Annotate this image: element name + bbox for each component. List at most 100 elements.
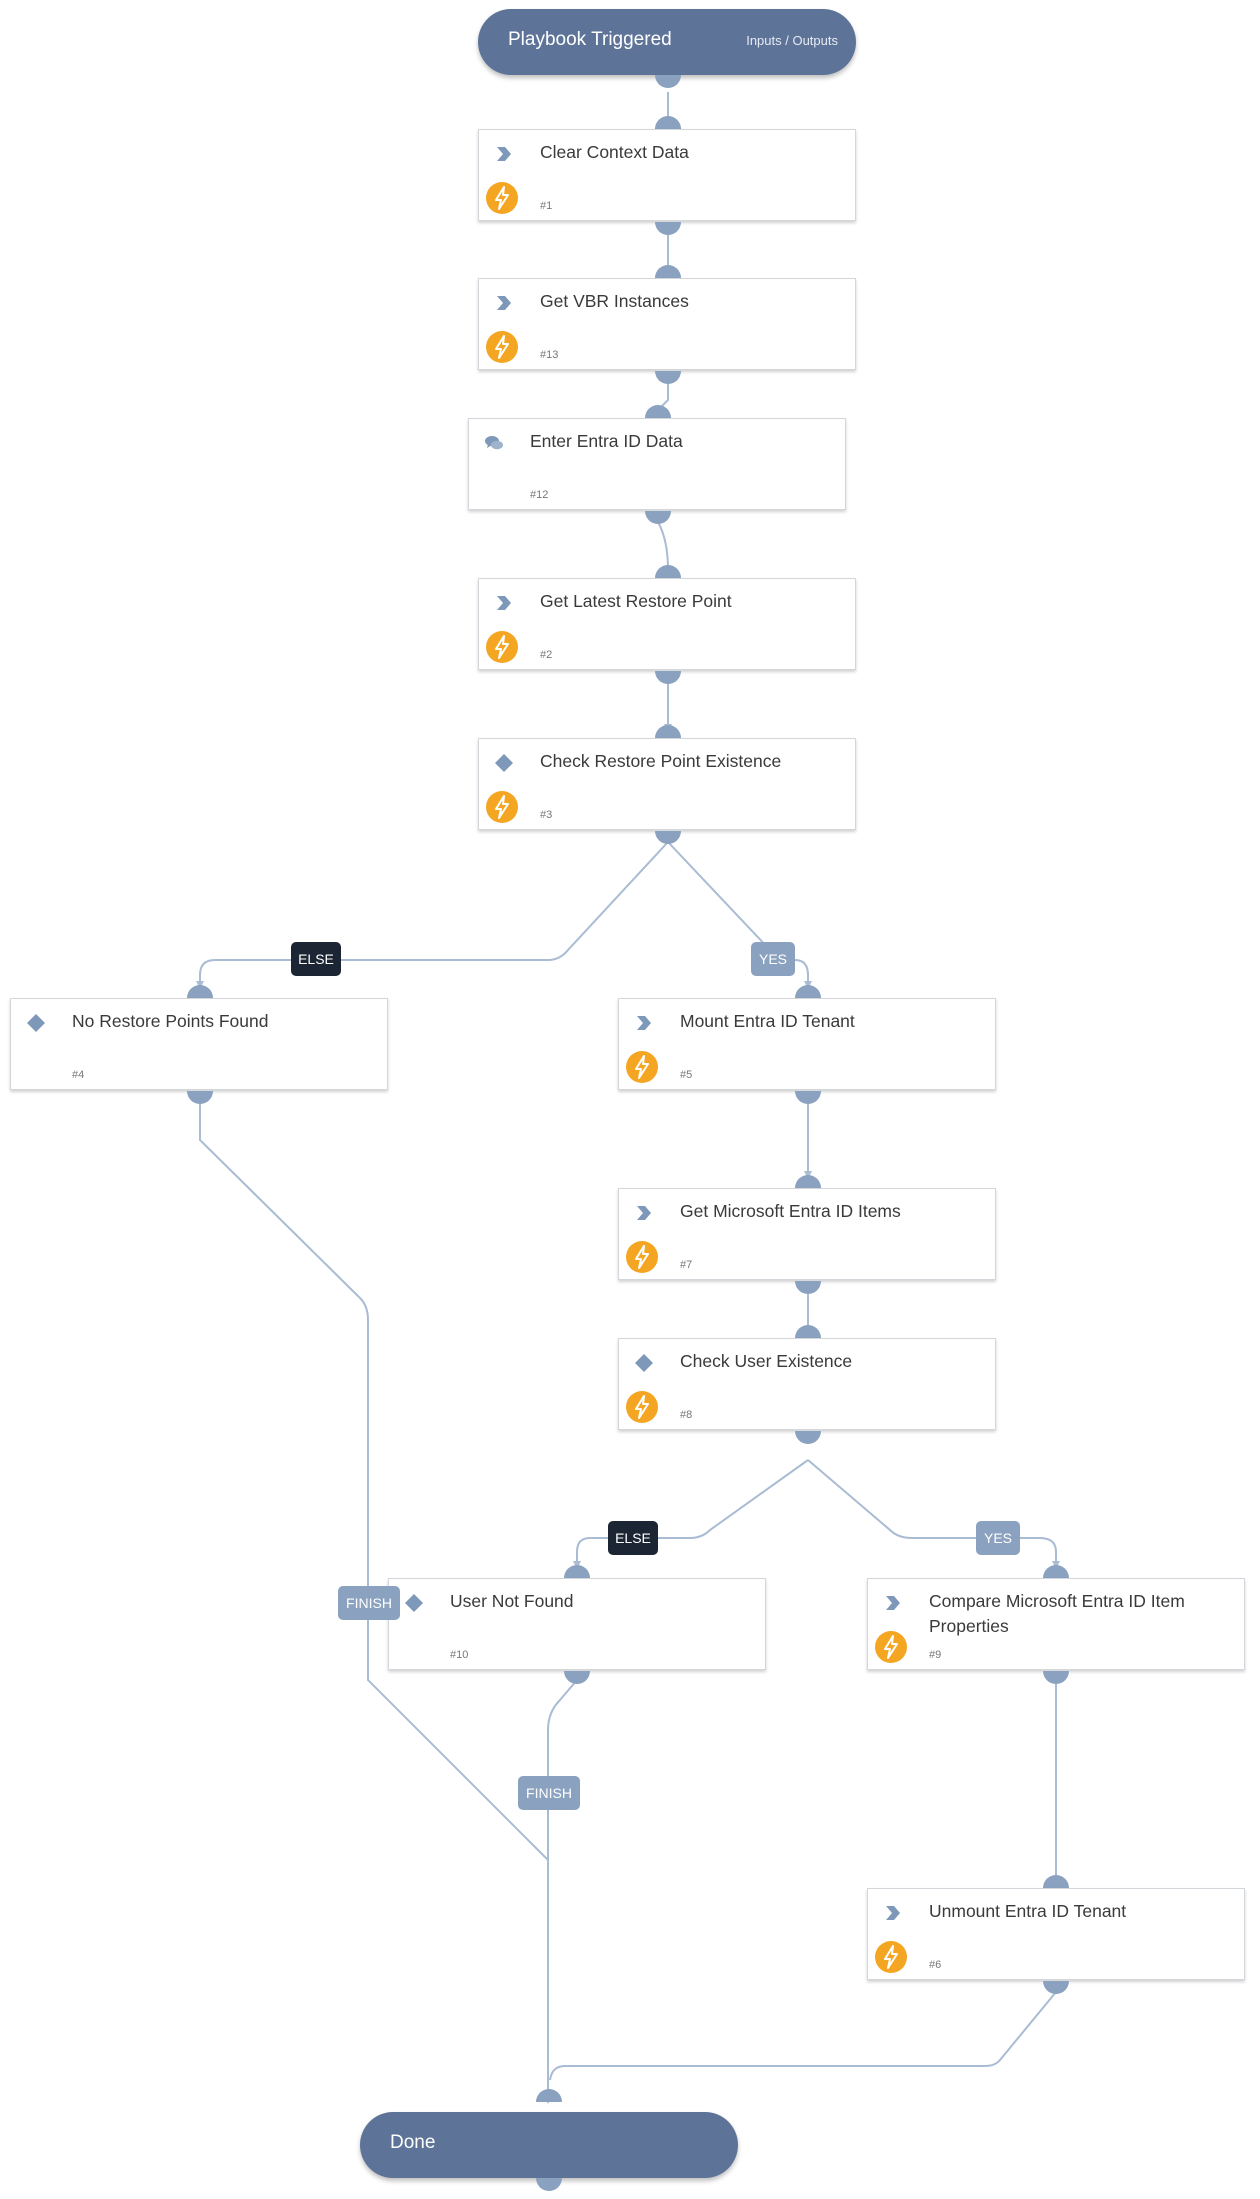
task-title: Compare Microsoft Entra ID Item Properti… (929, 1591, 1185, 1636)
automation-bolt-icon (626, 1241, 658, 1273)
task-unmount-entra-id-tenant[interactable]: Unmount Entra ID Tenant #6 (867, 1888, 1245, 1980)
task-number: #13 (540, 349, 559, 361)
task-title: Get Microsoft Entra ID Items (680, 1201, 901, 1221)
chevron-icon (886, 1906, 900, 1920)
port-trigger-out[interactable] (655, 75, 681, 88)
port-n12-in[interactable] (645, 405, 671, 418)
task-number: #9 (929, 1649, 942, 1661)
port-n8-in[interactable] (795, 1325, 821, 1338)
task-title: Enter Entra ID Data (530, 431, 683, 451)
edge-6-done (549, 1991, 1057, 2081)
automation-bolt-icon (875, 1631, 907, 1663)
port-n13-out[interactable] (655, 371, 681, 384)
port-n3-in[interactable] (655, 725, 681, 738)
automation-bolt-icon (875, 1941, 907, 1973)
task-number: #1 (540, 200, 553, 212)
task-number: #12 (530, 489, 549, 501)
port-n6-in[interactable] (1043, 1875, 1069, 1888)
port-n2-in[interactable] (655, 565, 681, 578)
task-get-latest-restore-point[interactable]: Get Latest Restore Point #2 (478, 578, 856, 670)
chevron-icon (637, 1016, 651, 1030)
edge-3-4 (196, 841, 669, 989)
playbook-triggered-node[interactable]: Playbook Triggered Inputs / Outputs (478, 9, 856, 75)
port-n4-in[interactable] (187, 985, 213, 998)
yes-badge[interactable]: YES (751, 942, 795, 976)
task-clear-context-data[interactable]: Clear Context Data #1 (478, 129, 856, 221)
done-title: Done (390, 2132, 436, 2153)
port-n1-in[interactable] (655, 116, 681, 129)
task-title: Check User Existence (680, 1351, 853, 1371)
task-compare-microsoft-entra-id-item-properties[interactable]: Compare Microsoft Entra ID Item Properti… (867, 1578, 1245, 1670)
chevron-icon (497, 147, 511, 161)
edge-12-2 (657, 521, 672, 574)
edge-4-done (199, 1102, 549, 1861)
task-check-user-existence[interactable]: Check User Existence #8 (618, 1338, 996, 1430)
chevron-icon (886, 1596, 900, 1610)
diamond-condition-icon (27, 1014, 45, 1032)
task-title: Unmount Entra ID Tenant (929, 1901, 1127, 1921)
task-user-not-found[interactable]: User Not Found #10 (388, 1578, 766, 1670)
chevron-icon (637, 1206, 651, 1220)
task-enter-entra-id-data[interactable]: Enter Entra ID Data #12 (468, 418, 846, 510)
finish-badge[interactable]: FINISH (518, 1776, 580, 1810)
task-title: Check Restore Point Existence (540, 751, 782, 771)
task-number: #4 (72, 1069, 85, 1081)
chevron-icon (497, 596, 511, 610)
task-number: #7 (680, 1259, 693, 1271)
port-n6-out[interactable] (1043, 1981, 1069, 1994)
task-title: Mount Entra ID Tenant (680, 1011, 855, 1031)
port-n7-out[interactable] (795, 1281, 821, 1294)
port-n12-out[interactable] (645, 511, 671, 524)
port-n8-out[interactable] (795, 1431, 821, 1444)
yes-badge[interactable]: YES (976, 1521, 1020, 1555)
port-done-in[interactable] (536, 2089, 562, 2102)
task-no-restore-points-found[interactable]: No Restore Points Found #4 (10, 998, 388, 1090)
port-n2-out[interactable] (655, 671, 681, 684)
port-n7-in[interactable] (795, 1175, 821, 1188)
task-number: #6 (929, 1959, 942, 1971)
diamond-condition-icon (635, 1354, 653, 1372)
trigger-title: Playbook Triggered (508, 29, 672, 50)
inputs-outputs-link[interactable]: Inputs / Outputs (746, 33, 838, 48)
automation-bolt-icon (486, 631, 518, 663)
task-title: User Not Found (450, 1591, 574, 1611)
port-n13-in[interactable] (655, 265, 681, 278)
port-n5-in[interactable] (795, 985, 821, 998)
automation-bolt-icon (486, 331, 518, 363)
task-check-restore-point-existence[interactable]: Check Restore Point Existence #3 (478, 738, 856, 830)
automation-bolt-icon (486, 182, 518, 214)
task-title: Get Latest Restore Point (540, 591, 732, 611)
port-n9-out[interactable] (1043, 1671, 1069, 1684)
port-n5-out[interactable] (795, 1091, 821, 1104)
port-n4-out[interactable] (187, 1091, 213, 1104)
task-title: Clear Context Data (540, 142, 689, 162)
task-mount-entra-id-tenant[interactable]: Mount Entra ID Tenant #5 (618, 998, 996, 1090)
task-number: #3 (540, 809, 553, 821)
port-n1-out[interactable] (655, 222, 681, 235)
diamond-condition-icon (495, 754, 513, 772)
port-done-out[interactable] (536, 2178, 562, 2191)
task-number: #8 (680, 1409, 693, 1421)
port-n10-out[interactable] (564, 1671, 590, 1684)
chevron-icon (497, 296, 511, 310)
task-number: #5 (680, 1069, 693, 1081)
task-get-microsoft-entra-id-items[interactable]: Get Microsoft Entra ID Items #7 (618, 1188, 996, 1280)
task-get-vbr-instances[interactable]: Get VBR Instances #13 (478, 278, 856, 370)
finish-badge[interactable]: FINISH (338, 1586, 400, 1620)
port-n10-in[interactable] (564, 1565, 590, 1578)
port-n9-in[interactable] (1043, 1565, 1069, 1578)
task-number: #10 (450, 1649, 469, 1661)
done-node[interactable]: Done (360, 2112, 738, 2178)
automation-bolt-icon (626, 1051, 658, 1083)
else-badge[interactable]: ELSE (608, 1521, 658, 1555)
edge-10-done (544, 1679, 578, 2104)
diamond-condition-icon (405, 1594, 423, 1612)
task-title: Get VBR Instances (540, 291, 689, 311)
else-badge[interactable]: ELSE (291, 942, 341, 976)
task-number: #2 (540, 649, 553, 661)
task-title: No Restore Points Found (72, 1011, 269, 1031)
automation-bolt-icon (626, 1391, 658, 1423)
port-n3-out[interactable] (655, 831, 681, 844)
